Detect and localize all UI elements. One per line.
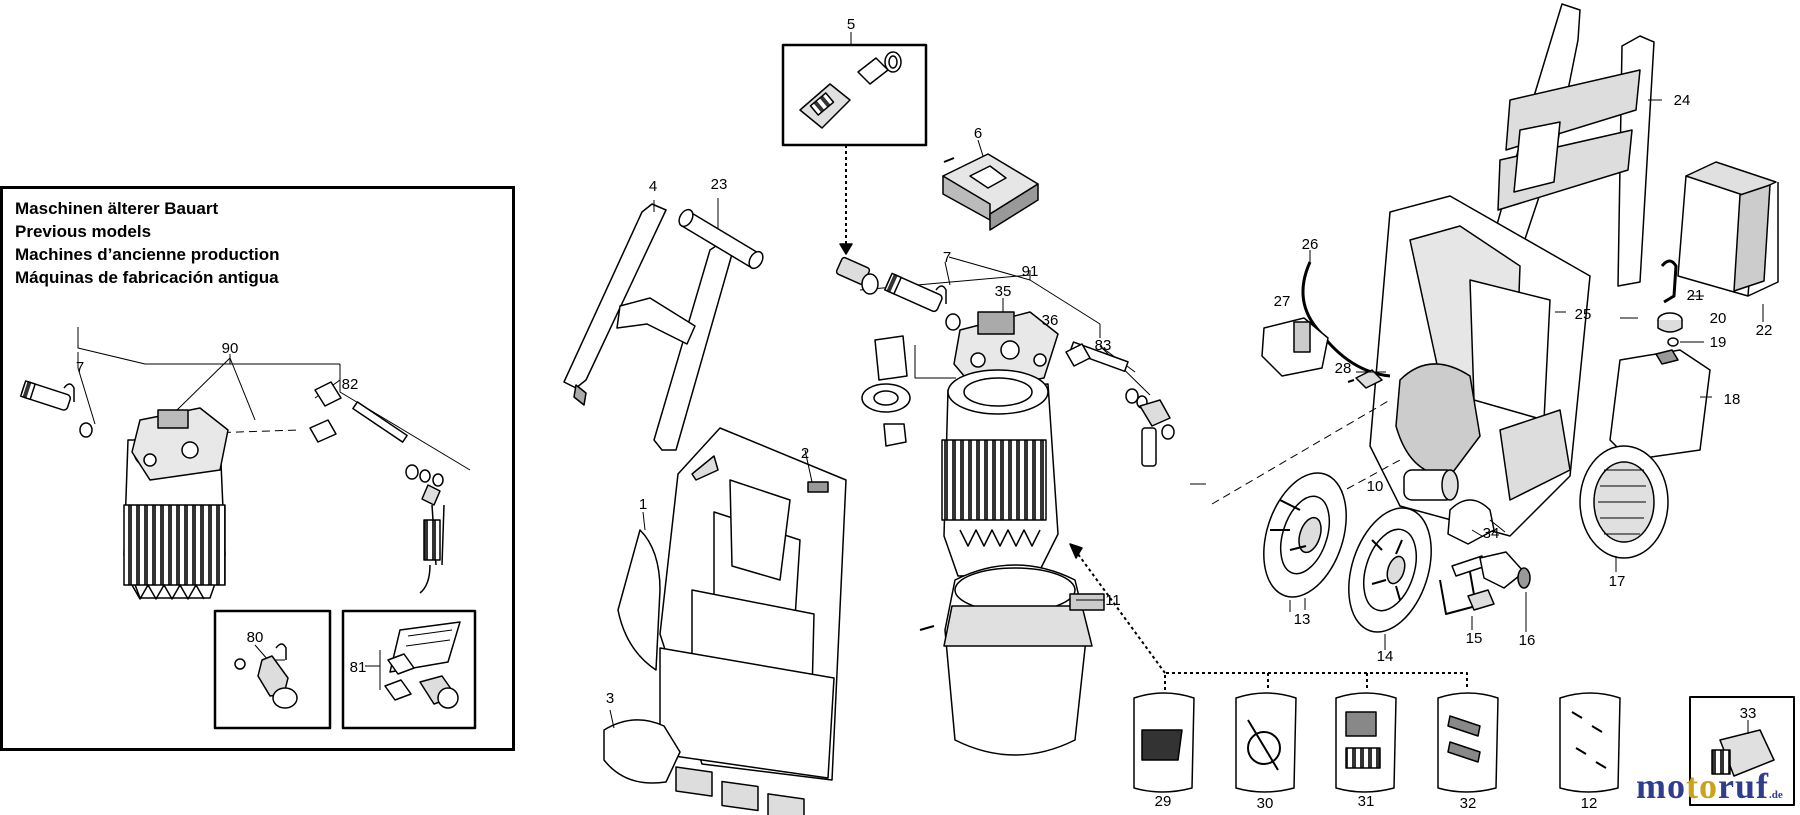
part-22-box bbox=[1677, 161, 1779, 322]
part-25-body bbox=[1369, 195, 1591, 537]
label-15: 15 bbox=[1466, 630, 1483, 647]
part-32-bag bbox=[1437, 692, 1499, 793]
motoruf-logo: motoruf.de bbox=[1636, 766, 1783, 815]
part-24-frame bbox=[1487, 3, 1662, 287]
part-18-tank bbox=[1609, 349, 1712, 461]
pump-coupling-left bbox=[835, 256, 961, 331]
part-5-box bbox=[781, 32, 928, 147]
part-10-motor-cap bbox=[1403, 469, 1459, 501]
inset-motor bbox=[123, 407, 229, 600]
label-2: 2 bbox=[801, 445, 809, 462]
part-31-bag bbox=[1335, 692, 1397, 793]
inset-title-fr: Machines d’ancienne production bbox=[15, 245, 280, 264]
label-1: 1 bbox=[639, 496, 647, 513]
seal-kit bbox=[861, 335, 911, 447]
subbox-80 bbox=[213, 609, 332, 730]
main-leaders bbox=[1076, 295, 1704, 650]
inset-leaders bbox=[77, 327, 471, 471]
part-15-crank bbox=[1439, 555, 1495, 615]
label-18: 18 bbox=[1724, 391, 1741, 408]
label-80: 80 bbox=[247, 629, 264, 646]
part-12-bag bbox=[1559, 692, 1621, 793]
label-11: 11 bbox=[1105, 592, 1121, 609]
label-6: 6 bbox=[974, 125, 982, 142]
label-26: 26 bbox=[1302, 236, 1319, 253]
label-5: 5 bbox=[847, 16, 855, 33]
label-23: 23 bbox=[711, 176, 728, 193]
brand-tld: .de bbox=[1769, 789, 1783, 801]
label-32: 32 bbox=[1460, 795, 1477, 812]
label-7-inset: 7 bbox=[76, 359, 84, 376]
label-22: 22 bbox=[1756, 322, 1773, 339]
part-19-seal bbox=[1667, 337, 1679, 347]
label-82: 82 bbox=[342, 376, 359, 393]
label-33: 33 bbox=[1740, 705, 1757, 722]
subbox-81 bbox=[341, 609, 477, 730]
label-17: 17 bbox=[1609, 573, 1626, 590]
part-1-cover bbox=[617, 511, 661, 671]
label-16: 16 bbox=[1519, 632, 1536, 649]
part-23-grip bbox=[678, 198, 764, 270]
part-13-wheel bbox=[1263, 472, 1347, 598]
label-14: 14 bbox=[1377, 648, 1394, 665]
label-90: 90 bbox=[222, 340, 239, 357]
part-11-tank bbox=[919, 564, 1105, 756]
part-35-pump-head bbox=[953, 311, 1059, 391]
part-labels: 7 90 82 80 81 5 6 4 23 7 91 35 36 83 2 1… bbox=[76, 16, 1773, 812]
part-16-knob bbox=[1479, 551, 1531, 589]
label-35: 35 bbox=[995, 283, 1012, 300]
part-36-motor bbox=[941, 369, 1059, 577]
part-21-hose bbox=[1660, 259, 1678, 304]
label-21: 21 bbox=[1687, 287, 1704, 304]
part-33-box bbox=[1689, 696, 1795, 806]
label-4: 4 bbox=[649, 178, 657, 195]
part-29-bag bbox=[1133, 692, 1195, 793]
label-83: 83 bbox=[1095, 337, 1112, 354]
brand-part-3: ruf bbox=[1718, 766, 1769, 806]
part-2-housing bbox=[659, 427, 847, 815]
arrow-bags-dotted bbox=[1074, 549, 1468, 690]
label-81: 81 bbox=[350, 659, 367, 676]
label-3: 3 bbox=[606, 690, 614, 707]
label-31: 31 bbox=[1358, 793, 1375, 810]
inset-title: Maschinen älterer Bauart Previous models… bbox=[15, 197, 279, 289]
label-10: 10 bbox=[1367, 478, 1384, 495]
label-24: 24 bbox=[1674, 92, 1691, 109]
label-12: 12 bbox=[1581, 795, 1598, 812]
part-14-wheel bbox=[1348, 507, 1432, 633]
label-20: 20 bbox=[1710, 310, 1727, 327]
part-30-bag bbox=[1235, 692, 1297, 793]
brand-part-1: mo bbox=[1636, 766, 1686, 806]
inset-title-de: Maschinen älterer Bauart bbox=[15, 199, 219, 218]
inset-title-es: Máquinas de fabricación antigua bbox=[15, 268, 279, 287]
label-7-main: 7 bbox=[943, 249, 951, 266]
inset-title-en: Previous models bbox=[15, 222, 152, 241]
part-20-cap bbox=[1657, 312, 1683, 333]
label-36: 36 bbox=[1042, 312, 1059, 329]
label-29: 29 bbox=[1155, 793, 1172, 810]
part-28-clip bbox=[1347, 369, 1383, 389]
label-27: 27 bbox=[1274, 293, 1291, 310]
label-30: 30 bbox=[1257, 795, 1274, 812]
part-83-lance bbox=[1065, 341, 1175, 467]
label-13: 13 bbox=[1294, 611, 1311, 628]
label-19: 19 bbox=[1710, 334, 1727, 351]
label-25: 25 bbox=[1575, 306, 1592, 323]
part-17-wheel bbox=[1579, 445, 1669, 572]
inset-shaft-left bbox=[19, 380, 93, 438]
label-34: 34 bbox=[1483, 525, 1500, 542]
label-91: 91 bbox=[1022, 263, 1039, 280]
part-4-handle bbox=[563, 200, 733, 451]
part-27-module bbox=[1261, 317, 1329, 377]
part-34-cap bbox=[1447, 499, 1495, 545]
label-28: 28 bbox=[1335, 360, 1352, 377]
inset-lance bbox=[309, 381, 445, 594]
part-3-cap bbox=[603, 709, 681, 784]
brand-part-2: to bbox=[1686, 766, 1718, 806]
part-6-bracket bbox=[942, 139, 1039, 231]
